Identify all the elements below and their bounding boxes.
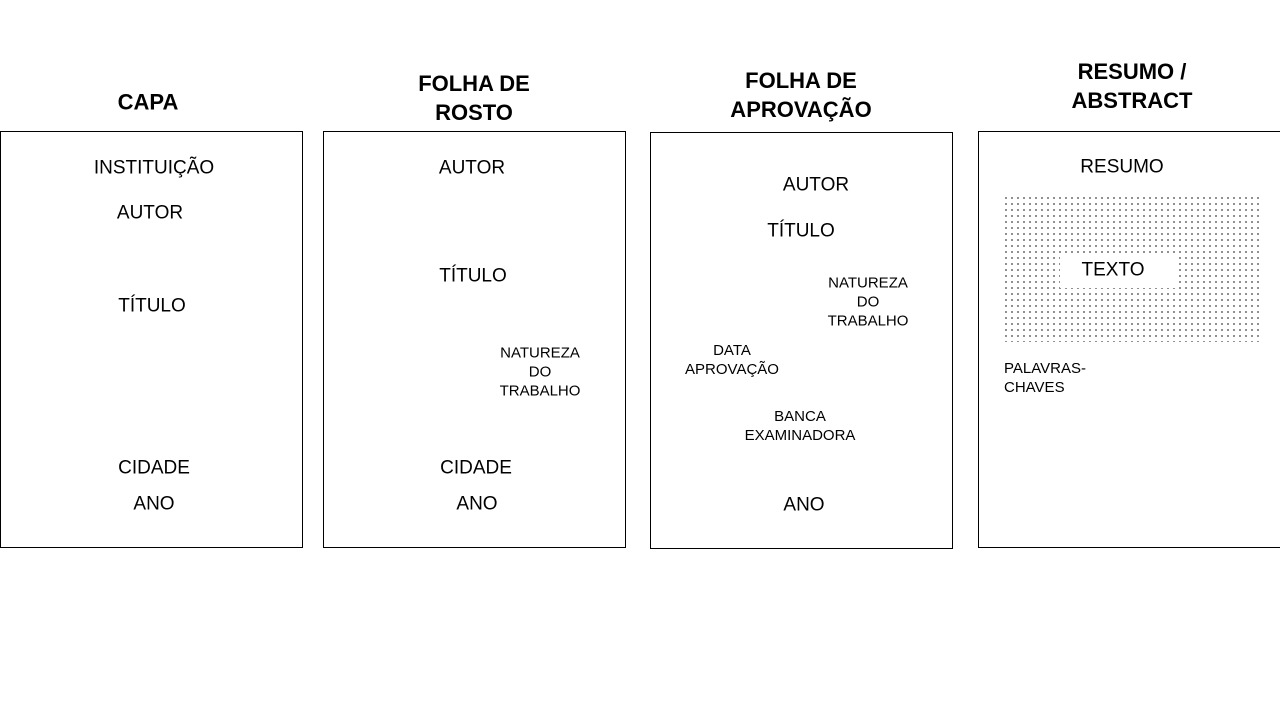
page-folha-de-aprovacao [650,132,953,549]
capa-ano: ANO [133,493,175,515]
aprovacao-banca: BANCA EXAMINADORA [744,408,856,444]
palavras-chaves: PALAVRAS- CHAVES [1004,360,1086,396]
aprovacao-titulo: TÍTULO [767,220,835,242]
page-folha-de-rosto [323,131,626,548]
heading-resumo-abstract: RESUMO / ABSTRACT [1071,59,1193,113]
rosto-natureza: NATUREZA DO TRABALHO [499,344,581,400]
heading-folha-de-aprovacao: FOLHA DE APROVAÇÃO [730,68,872,122]
texto-label-bg [1060,254,1176,288]
capa-autor: AUTOR [116,202,184,224]
heading-folha-de-rosto: FOLHA DE ROSTO [418,71,530,125]
rosto-autor: AUTOR [438,157,506,179]
aprovacao-natureza: NATUREZA DO TRABALHO [827,274,909,330]
capa-titulo: TÍTULO [118,295,186,317]
rosto-titulo: TÍTULO [439,265,507,287]
aprovacao-data: DATA APROVAÇÃO [685,342,779,378]
rosto-ano: ANO [456,493,498,515]
texto-label: TEXTO [1081,259,1145,281]
aprovacao-ano: ANO [783,494,825,516]
rosto-cidade: CIDADE [440,457,512,479]
capa-instituicao: INSTITUIÇÃO [93,157,215,179]
capa-cidade: CIDADE [118,457,190,479]
page-capa [0,131,303,548]
aprovacao-autor: AUTOR [782,174,850,196]
resumo-label: RESUMO [1080,156,1164,178]
heading-capa: CAPA [117,89,179,115]
